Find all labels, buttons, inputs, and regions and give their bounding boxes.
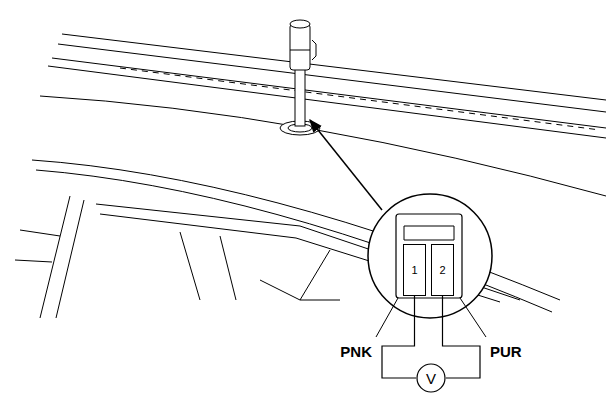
roof-rail	[52, 58, 606, 128]
voltmeter-symbol: V	[416, 363, 446, 393]
callout-arrow	[310, 120, 382, 210]
wire-color: PUR	[490, 344, 522, 359]
callout-circle	[368, 194, 492, 318]
meter-letter: V	[426, 370, 436, 387]
voltmeter-circle	[417, 364, 445, 392]
windshield-edge	[96, 204, 520, 300]
wire-color: PNK	[340, 344, 372, 359]
leader-line	[460, 298, 486, 337]
connector-lock	[404, 226, 454, 240]
switch-body	[290, 24, 310, 70]
switch-detail	[290, 40, 316, 60]
roof-rail	[62, 34, 606, 100]
pin-number: 2	[439, 264, 445, 276]
roof-rail	[48, 66, 606, 138]
pin-number: 1	[411, 264, 417, 276]
interior-line	[260, 280, 340, 300]
switch-cap	[290, 20, 310, 28]
windshield-edge	[100, 214, 500, 302]
pillar-line	[40, 196, 70, 318]
interior-line	[180, 232, 330, 300]
connector-pin: 1	[403, 244, 426, 296]
roof-seam	[120, 68, 600, 130]
connector-housing	[396, 214, 462, 298]
wire	[382, 296, 416, 378]
connector-pin: 2	[431, 244, 454, 296]
leader-line	[376, 298, 398, 337]
interior-line	[15, 230, 60, 262]
wire	[443, 296, 481, 378]
pillar-line	[56, 200, 84, 318]
switch-stem	[295, 68, 305, 126]
door-switch	[280, 20, 320, 135]
